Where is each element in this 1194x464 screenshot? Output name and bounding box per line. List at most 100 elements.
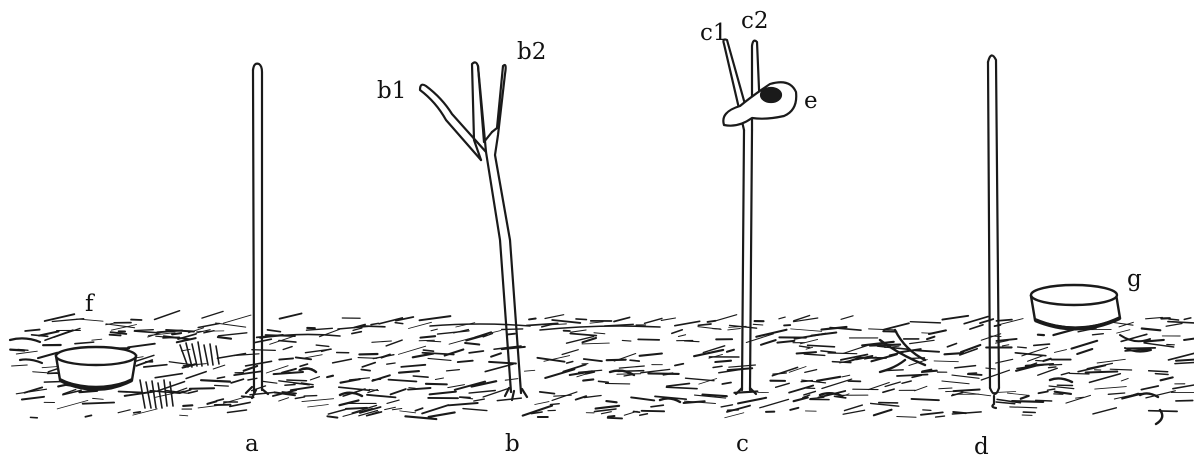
soil-stroke [218, 337, 231, 339]
soil-stroke [469, 351, 483, 353]
label-c1: c1 [700, 22, 728, 45]
soil-stroke [606, 401, 616, 402]
label-b2: b2 [517, 41, 546, 64]
soil-stroke [420, 316, 451, 320]
soil-stroke [489, 362, 516, 364]
soil-stroke [134, 331, 158, 333]
soil-stroke [756, 330, 786, 337]
soil-stroke [447, 370, 460, 371]
soil-stroke [197, 331, 224, 332]
soil-stroke [207, 401, 216, 404]
soil-stroke [761, 340, 776, 345]
soil-stroke [352, 332, 361, 334]
soil-stroke [362, 363, 375, 367]
soil-stroke [728, 368, 753, 370]
soil-stroke [1038, 368, 1058, 375]
soil-stroke [363, 326, 385, 327]
soil-stroke [738, 398, 766, 404]
soil-stroke [1061, 373, 1069, 375]
soil-stroke [75, 342, 94, 344]
soil-stroke [661, 318, 675, 320]
soil-stroke [305, 349, 331, 353]
soil-stroke [1021, 396, 1029, 399]
soil-stroke [1095, 387, 1127, 390]
soil-stroke [1093, 408, 1116, 414]
soil-stroke [12, 365, 28, 366]
soil-stroke [808, 345, 835, 347]
soil-stroke [760, 399, 789, 407]
soil-stroke [529, 319, 536, 320]
soil-stroke [497, 398, 521, 401]
soil-stroke [1173, 385, 1194, 389]
soil-stroke [169, 362, 192, 365]
soil-stroke [841, 316, 853, 320]
soil-stroke [1110, 369, 1131, 370]
soil-stroke [1142, 329, 1161, 331]
soil-stroke [915, 386, 927, 391]
soil-stroke [373, 355, 394, 359]
soil-stroke [391, 389, 406, 394]
soil-stroke [1093, 334, 1104, 335]
soil-stroke [648, 373, 678, 374]
soil-stroke [413, 354, 434, 358]
soil-stroke [304, 396, 317, 397]
container-f [56, 347, 136, 389]
soil-stroke [1168, 322, 1194, 324]
soil-stroke [438, 331, 470, 334]
soil-stroke [927, 337, 934, 339]
soil-stroke [869, 329, 895, 330]
soil-stroke [252, 350, 275, 351]
soil-stroke [426, 384, 447, 385]
soil-stroke [797, 352, 817, 353]
soil-stroke [1141, 386, 1158, 390]
label-a: a [245, 433, 259, 456]
soil-stroke [910, 340, 935, 343]
soil-stroke [201, 380, 230, 381]
soil-stroke [110, 335, 121, 336]
soil-stroke [423, 350, 433, 351]
soil-stroke [155, 374, 182, 378]
soil-stroke [897, 375, 928, 377]
soil-stroke [845, 405, 863, 411]
soil-stroke [1048, 389, 1055, 390]
soil-stroke [1039, 392, 1048, 394]
soil-stroke [469, 391, 495, 394]
soil-stroke [39, 331, 59, 335]
soil-stroke [190, 388, 214, 389]
soil-stroke [128, 344, 155, 348]
soil-stroke [817, 377, 840, 381]
soil-stroke [667, 384, 690, 387]
soil-stroke [1086, 372, 1118, 373]
soil-stroke [794, 398, 808, 402]
soil-stroke [832, 362, 851, 363]
soil-stroke [361, 370, 370, 371]
soil-stroke [1012, 401, 1043, 402]
container-g [1031, 285, 1120, 329]
soil-stroke [231, 379, 243, 383]
soil-stroke [727, 350, 734, 352]
soil-stroke [217, 354, 245, 359]
soil-stroke [1034, 344, 1050, 345]
soil-stroke [1043, 359, 1050, 361]
soil-stroke [435, 378, 443, 380]
soil-stroke [583, 379, 593, 380]
soil-stroke [698, 327, 721, 330]
soil-stroke [1108, 393, 1124, 394]
soil-stroke [422, 405, 448, 413]
soil-stroke [458, 361, 473, 362]
soil-stroke [915, 350, 939, 352]
soil-stroke [25, 330, 39, 331]
soil-stroke [77, 319, 103, 321]
soil-stroke [387, 400, 399, 403]
soil-stroke [274, 372, 303, 374]
soil-stroke [186, 372, 206, 379]
soil-stroke [1090, 374, 1121, 383]
soil-stroke [790, 408, 798, 410]
soil-stroke [921, 412, 943, 414]
soil-stroke [308, 405, 329, 408]
soil-stroke [631, 397, 654, 400]
label-f: f [85, 293, 94, 316]
soil-stroke [563, 365, 586, 372]
soil-stroke [389, 380, 417, 382]
